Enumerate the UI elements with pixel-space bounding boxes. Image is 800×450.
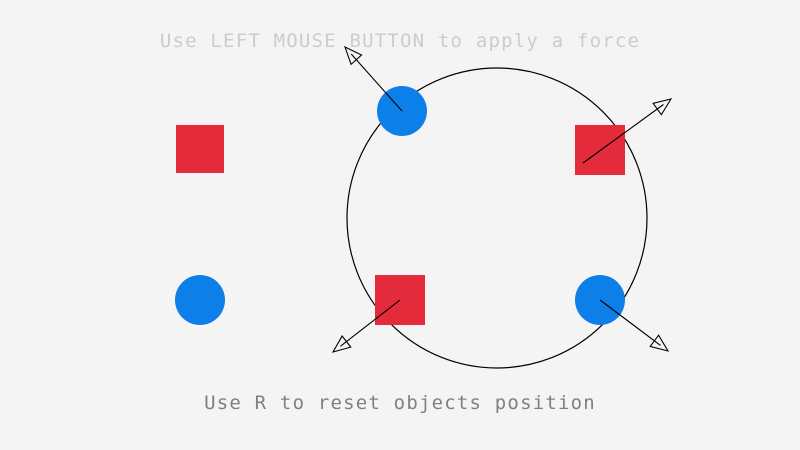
square-top-left[interactable]	[176, 125, 224, 173]
force-arrow-head	[652, 98, 673, 116]
force-arrow-shaft	[340, 299, 401, 347]
force-arrow-shaft	[599, 299, 661, 346]
force-arrow-head	[649, 334, 670, 352]
hint-text-reset-objects: Use R to reset objects position	[204, 392, 596, 414]
force-arrow-square-top-right	[582, 98, 673, 164]
force-arrow-square-bottom-center	[331, 299, 401, 353]
bodies-layer	[175, 86, 625, 325]
force-arrow-shaft	[582, 104, 664, 164]
hint-text-apply-force: Use LEFT MOUSE BUTTON to apply a force	[159, 30, 641, 52]
force-arrow-circle-bottom-right	[599, 299, 670, 352]
force-arrow-circle-top-left	[344, 45, 403, 112]
circle-bottom-left[interactable]	[175, 275, 225, 325]
force-arrows-layer	[331, 45, 673, 353]
boundary-layer	[346, 67, 648, 369]
boundary-circle	[346, 67, 648, 369]
force-arrow-head	[331, 335, 352, 353]
force-arrow-head	[344, 45, 363, 66]
force-arrow-shaft	[350, 53, 403, 112]
